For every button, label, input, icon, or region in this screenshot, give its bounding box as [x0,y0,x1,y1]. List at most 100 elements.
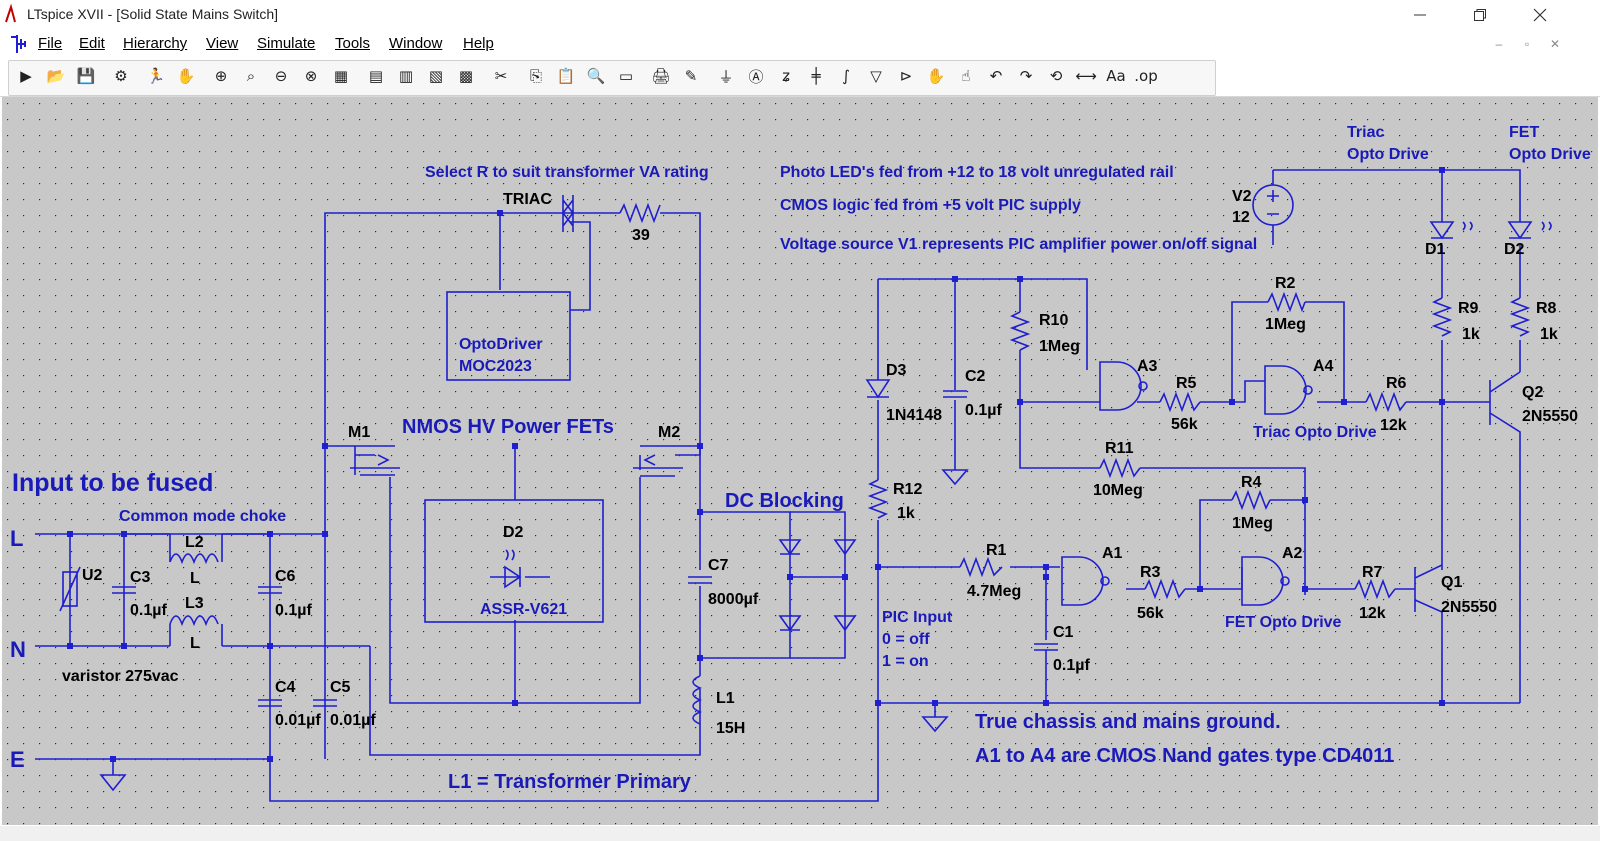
label-a1: A1 [1102,545,1123,562]
rotate-button[interactable]: ⟲ [1044,64,1068,88]
label-c2: C2 [965,368,986,385]
menu-tools-label: Tools [335,35,371,52]
control-panel-button[interactable]: ⚙ [109,64,133,88]
draw-wire-button[interactable]: ✎ [679,64,703,88]
voltage-source-v2 [1252,184,1294,226]
zoom-in-button[interactable]: ⊕ [209,64,233,88]
inductor-l2-leads [169,534,223,562]
schematic-canvas[interactable]: Select R to suit transformer VA rating P… [2,97,1598,825]
label-m2: M2 [658,424,680,441]
terminal-e: E [10,747,25,772]
print-preview-icon: ▭ [618,67,634,85]
menu-view[interactable]: View [206,35,238,52]
mdi-close-icon: ✕ [1549,37,1561,51]
zoom-out-button[interactable]: ⊖ [269,64,293,88]
menu-window[interactable]: Window [389,35,442,52]
mdi-restore-button[interactable]: ▫ [1516,34,1538,54]
diode-button[interactable]: ▽ [864,64,888,88]
minimize-icon [1414,14,1426,16]
new-schematic-button[interactable]: ▶ [14,64,38,88]
paste-button[interactable]: 📋 [554,64,578,88]
junction-node [121,643,127,649]
autoscale-button[interactable]: ▦ [329,64,353,88]
mosfet-m1-arrow [377,454,390,466]
led-d2-symbol [1507,221,1533,240]
label-c2v: 0.1µf [965,402,1002,419]
restore-button[interactable] [1450,0,1510,30]
resistor-button[interactable]: ʑ [774,64,798,88]
tile-vertical-button[interactable]: ▤ [364,64,388,88]
menu-bar: File Edit Hierarchy View Simulate Tools … [0,30,1600,58]
junction-node [875,700,881,706]
junction-node [1017,276,1023,282]
menu-help[interactable]: Help [463,35,494,52]
note-voltage-source: Voltage source V1 represents PIC amplifi… [780,236,1257,253]
junction-node [1043,564,1049,570]
label-c6: C6 [275,568,296,585]
label-c4v: 0.01µf [275,712,321,729]
inductor-button[interactable]: ∫ [834,64,858,88]
label-c1: C1 [1053,624,1074,641]
menu-simulate[interactable]: Simulate [257,35,315,52]
move-button[interactable]: ✋ [924,64,948,88]
redo-icon: ↷ [1019,67,1033,85]
pan-button[interactable]: ⌕ [239,64,263,88]
tile-vertical-icon: ▤ [368,67,384,85]
cut-button[interactable]: ✂ [489,64,513,88]
open-button[interactable]: 📂 [44,64,68,88]
cascade-button[interactable]: ▧ [424,64,448,88]
spice-directive-button[interactable]: .op [1134,64,1158,88]
varistor-u2-slash [59,566,81,612]
text-button[interactable]: Aa [1104,64,1128,88]
menu-hierarchy[interactable]: Hierarchy [123,35,187,52]
inductor-icon: ∫ [842,67,850,85]
component-shapes [59,184,1552,792]
copy-button[interactable]: ⎘ [524,64,548,88]
label-triac: TRIAC [503,191,552,208]
junction-node [497,210,503,216]
label-r8v: 1k [1540,326,1558,343]
label-net-button[interactable]: Ⓐ [744,64,768,88]
note-photo-led: Photo LED's fed from +12 to 18 volt unre… [780,164,1174,181]
label-c4: C4 [275,679,296,696]
ground-button[interactable]: ⏚ [714,64,738,88]
note-nand-gates: A1 to A4 are CMOS Nand gates type CD4011 [975,745,1394,767]
minimize-button[interactable] [1390,0,1450,30]
label-r8: R8 [1536,300,1557,317]
label-r4: R4 [1241,474,1262,491]
undo-button[interactable]: ↶ [984,64,1008,88]
close-button[interactable] [1510,0,1570,30]
menu-tools[interactable]: Tools [335,35,370,52]
halt-button[interactable]: ✋ [174,64,198,88]
menu-edit[interactable]: Edit [79,35,105,52]
mdi-close-button[interactable]: ✕ [1544,34,1566,54]
print-preview-button[interactable]: ▭ [614,64,638,88]
ground-c2-icon [941,469,969,486]
note-cmos-logic: CMOS logic fed from +5 volt PIC supply [780,197,1081,214]
label-r7v: 12k [1359,605,1386,622]
note-chassis: True chassis and mains ground. [975,711,1281,733]
mdi-minimize-button[interactable]: – [1488,34,1510,54]
label-l3: L3 [185,595,204,612]
zoom-fit-button[interactable]: ⊗ [299,64,323,88]
resistor-r5-symbol [1159,391,1201,413]
cap-c5-symbol [313,699,337,707]
mirror-button[interactable]: ⟷ [1074,64,1098,88]
nand-a4-bubble [1303,385,1313,395]
component-button[interactable]: ⊳ [894,64,918,88]
close-window-button[interactable]: ▩ [454,64,478,88]
menu-file[interactable]: File [38,35,62,52]
schematic-doc-icon[interactable] [8,33,28,55]
find-button[interactable]: 🔍 [584,64,608,88]
redo-button[interactable]: ↷ [1014,64,1038,88]
run-button[interactable]: 🏃 [144,64,168,88]
print-button[interactable]: 🖨 [649,64,673,88]
tile-horizontal-button[interactable]: ▥ [394,64,418,88]
capacitor-button[interactable]: ╪ [804,64,828,88]
drag-button[interactable]: ☝ [954,64,978,88]
menu-hierarchy-label: Hierarchy [123,35,188,52]
save-button[interactable]: 💾 [74,64,98,88]
mdi-minimize-icon: – [1495,37,1503,51]
close-icon [1533,8,1547,22]
assr-v621-box [424,499,604,623]
